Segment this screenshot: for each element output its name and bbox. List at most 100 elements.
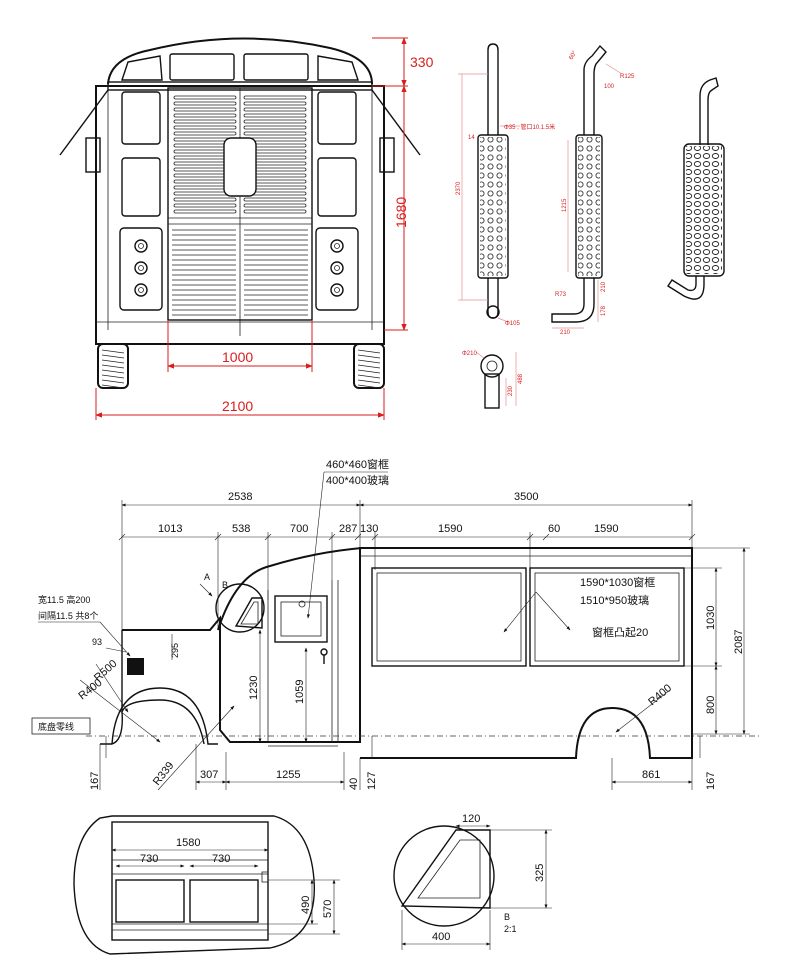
front-wheel-left — [97, 343, 129, 389]
pipe2-offset: 100 — [604, 84, 615, 90]
seg-dim: 1590 — [438, 523, 462, 535]
window-frame-small: 460*460窗框 — [326, 457, 389, 471]
exhaust-pipe-3 — [667, 77, 725, 300]
front-panel — [317, 91, 357, 145]
front-body — [95, 85, 385, 345]
exhaust-pipe-2: R125 100 60° 1215 R73 210 178 210 — [551, 44, 635, 336]
mirror-left — [85, 137, 101, 173]
detail-b-top: 120 — [462, 813, 480, 825]
roof-window — [243, 53, 309, 81]
pipe1-diameter: Φ105 — [505, 321, 520, 327]
cab-roof — [217, 547, 363, 631]
badge-window — [223, 137, 257, 197]
detail-b-height: 325 — [534, 864, 546, 882]
cab-window-frame — [274, 595, 328, 643]
seg-dim: 130 — [360, 523, 378, 535]
detail-a-h1: 490 — [300, 896, 312, 914]
window-glass-large: 1510*950玻璃 — [580, 593, 649, 607]
front-panel — [121, 91, 161, 145]
dim-1230: 1230 — [248, 676, 260, 700]
detail-a-half1: 730 — [140, 853, 158, 865]
window-glass-small: 400*400玻璃 — [326, 473, 389, 487]
cab-window-glass — [280, 601, 322, 637]
dim-total-height: 2087 — [733, 630, 745, 654]
seg-dim: 1013 — [158, 523, 182, 535]
seg-dim: 700 — [290, 523, 308, 535]
seg-dim: 60 — [548, 523, 560, 535]
side-view: 2538 3500 1013 538 700 287 130 1590 60 1… — [31, 457, 760, 791]
light-panel-left — [119, 227, 163, 311]
pipe2-bend-radius: R73 — [555, 292, 567, 298]
front-panel — [317, 157, 357, 217]
pipe3-h2: 488 — [518, 373, 524, 384]
detail-a-outline — [73, 815, 315, 955]
dim-lower-height: 800 — [705, 696, 717, 714]
front-roof — [107, 37, 373, 85]
pipe1-tag: 14 — [468, 135, 475, 141]
chassis-label: 底盘零线 — [38, 721, 74, 732]
label-b: B — [222, 580, 228, 590]
light-panel-right — [315, 227, 359, 311]
pipe2-perf-length: 1215 — [562, 198, 568, 212]
pipe3-diameter: Φ210 — [462, 351, 477, 357]
left-flap — [59, 89, 109, 156]
detail-b-width: 400 — [432, 931, 450, 943]
seg-dim: 1590 — [594, 523, 618, 535]
detail-a-width: 1580 — [176, 837, 200, 849]
dim-roof-height: 330 — [410, 54, 434, 70]
detail-a: 1580 730 730 490 570 — [73, 815, 340, 955]
pipe3-h1: 230 — [508, 385, 514, 396]
dim-295: 295 — [170, 643, 180, 658]
grille-louvers-lower — [172, 229, 308, 316]
pipe2-v3: 210 — [560, 330, 571, 336]
bottom-dim: 40 — [348, 778, 360, 790]
detail-a-half2: 730 — [212, 853, 230, 865]
vent-block — [127, 658, 144, 675]
roof-window — [317, 55, 359, 81]
seg-dim: 287 — [339, 523, 357, 535]
dim-93: 93 — [92, 637, 102, 647]
bottom-dim: 167 — [705, 772, 717, 790]
radius-r400-rear: R400 — [646, 682, 674, 708]
exhaust-pipe-4: Φ210 230 488 — [462, 351, 524, 409]
detail-b: 120 325 400 B 2:1 — [393, 813, 552, 950]
roof-window — [121, 55, 163, 81]
detail-b-label: B — [504, 912, 510, 922]
detail-a-h2: 570 — [322, 900, 334, 918]
roof-window — [169, 53, 235, 81]
pipe1-length: 2370 — [456, 181, 462, 195]
window-frame-large: 1590*1030窗框 — [580, 575, 655, 589]
bottom-dim: 127 — [366, 772, 378, 790]
exhaust-pipe-1: 2370 Φ35 , 管口10.1.5米 14 Φ105 — [456, 43, 555, 327]
mirror-right — [379, 137, 395, 173]
pipe2-v2: 178 — [601, 305, 607, 316]
bottom-dim: 861 — [642, 769, 660, 781]
vent-note-2: 间隔11.5 共8个 — [38, 610, 98, 621]
bottom-dim: 167 — [89, 772, 101, 790]
vent-note-1: 宽11.5 高200 — [38, 594, 90, 605]
pipe2-angle: 60° — [569, 50, 579, 61]
window-bulge: 窗框凸起20 — [592, 625, 648, 639]
pipe1-note: Φ35 , 管口10.1.5米 — [504, 123, 555, 131]
large-window-2 — [529, 567, 685, 667]
large-window-1 — [371, 567, 527, 667]
tire-tread — [101, 349, 381, 389]
detail-a-callout — [215, 583, 265, 633]
dim-1059: 1059 — [294, 680, 306, 704]
front-wheel-right — [353, 343, 385, 389]
seg-dim: 538 — [232, 523, 250, 535]
bottom-dim: 1255 — [276, 769, 300, 781]
dim-rear-total: 3500 — [514, 491, 538, 503]
detail-b-scale: 2:1 — [504, 924, 517, 934]
dim-body-height: 1680 — [393, 197, 409, 228]
detail-b-circle — [393, 825, 495, 927]
dim-window-height: 1030 — [705, 606, 717, 630]
front-panel — [121, 157, 161, 217]
pipe2-radius: R125 — [620, 74, 635, 80]
dim-front-total: 2538 — [228, 491, 252, 503]
label-a: A — [204, 572, 210, 582]
side-body — [122, 547, 693, 759]
pipe2-v1: 210 — [601, 281, 607, 292]
right-flap — [371, 89, 421, 156]
